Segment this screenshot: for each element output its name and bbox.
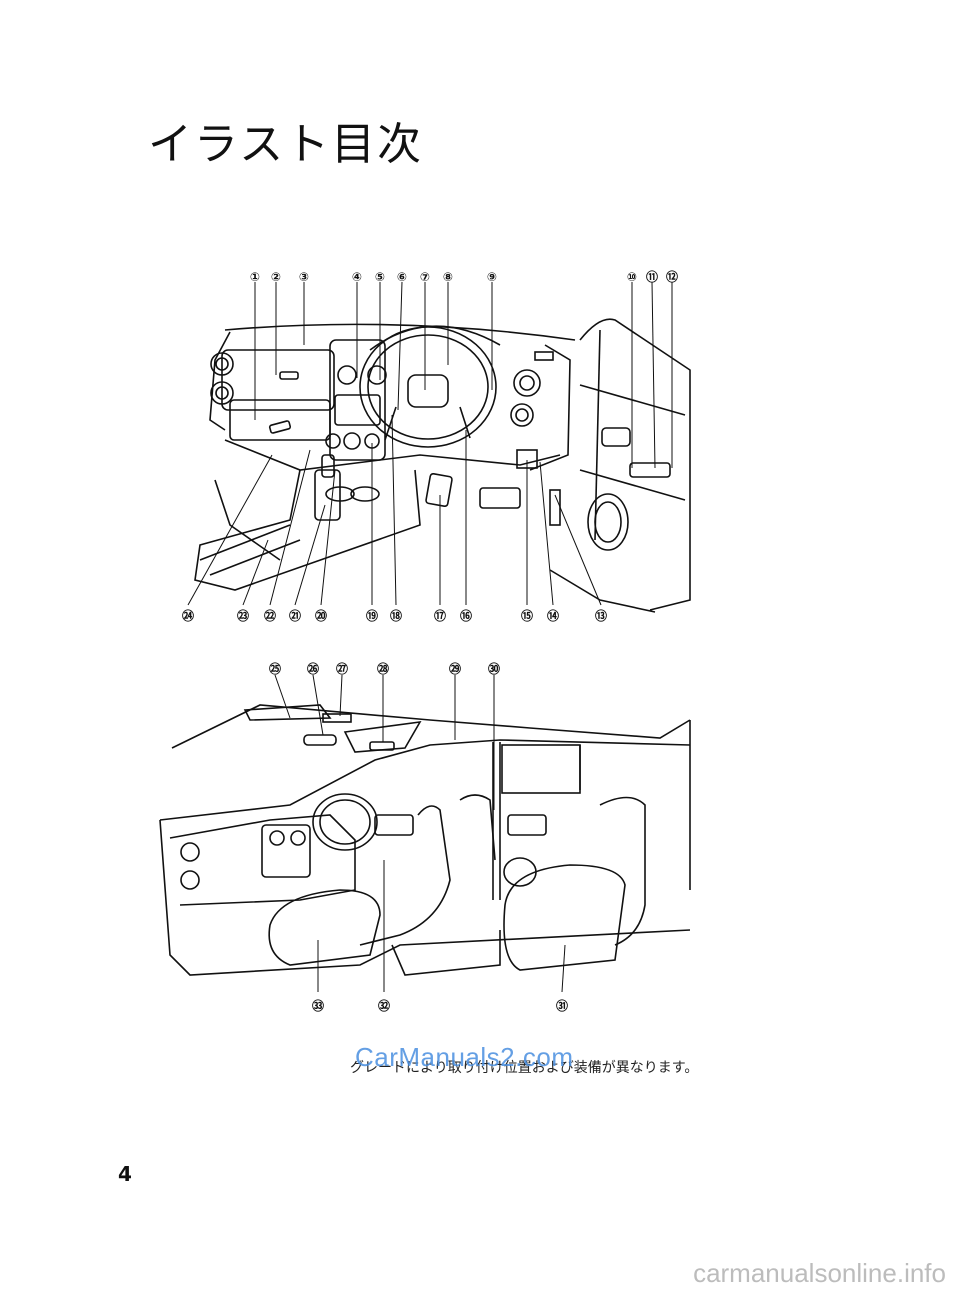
callout-14: ⑭ [547, 608, 559, 623]
callout-28: ㉘ [377, 661, 389, 676]
grade-note: グレードにより取り付け位置および装備が異なります。 [350, 1060, 699, 1076]
page-title: イラスト目次 [148, 119, 424, 170]
footer-watermark: carmanualsonline.info [693, 1258, 946, 1288]
callout-30: ㉚ [488, 661, 500, 676]
callout-15: ⑮ [521, 608, 533, 623]
callout-2: ② [271, 270, 281, 284]
callout-7: ⑦ [420, 270, 430, 284]
cabin-illustration [159, 704, 691, 976]
callout-22: ㉒ [264, 608, 276, 623]
callout-8: ⑧ [443, 270, 453, 284]
callout-26: ㉖ [307, 661, 319, 676]
callout-13: ⑬ [595, 608, 607, 623]
callout-24: ㉔ [182, 608, 194, 623]
callout-5: ⑤ [375, 270, 385, 284]
callout-16: ⑯ [460, 608, 472, 623]
callout-6: ⑥ [397, 270, 407, 284]
callout-29: ㉙ [449, 661, 461, 676]
callout-33: ㉝ [312, 998, 324, 1013]
page-number: 4 [118, 1162, 132, 1186]
callout-11: ⑪ [646, 269, 658, 284]
callout-31: ㉛ [556, 998, 568, 1013]
callout-10: ⑩ [627, 270, 637, 284]
callout-20: ⑳ [315, 608, 327, 623]
callout-17: ⑰ [434, 608, 446, 623]
callout-9: ⑨ [487, 270, 497, 284]
dashboard-illustration [194, 318, 691, 613]
callout-27: ㉗ [336, 661, 348, 676]
callout-32: ㉜ [378, 998, 390, 1013]
callout-25: ㉕ [269, 661, 281, 676]
callout-12: ⑫ [666, 269, 678, 284]
callout-23: ㉓ [237, 608, 249, 623]
watermark: CarManuals2.com [355, 1042, 574, 1072]
callout-4: ④ [352, 270, 362, 284]
callout-1: ① [250, 270, 260, 284]
callout-19: ⑲ [366, 608, 378, 623]
callout-18: ⑱ [390, 608, 402, 623]
callout-21: ㉑ [289, 608, 301, 623]
callout-3: ③ [299, 270, 309, 284]
